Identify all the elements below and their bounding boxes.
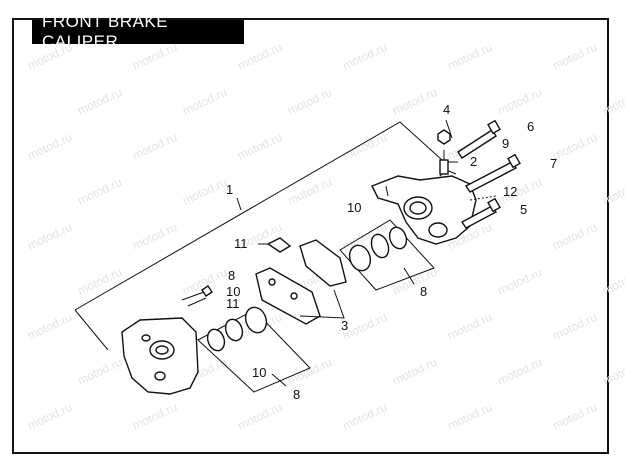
callout-11-top: 11 [234, 236, 248, 251]
watermark-text: motod.ru [285, 85, 334, 118]
watermark-text: motod.ru [130, 40, 179, 73]
watermark-text: motod.ru [445, 40, 494, 73]
watermark-text: motod.ru [495, 265, 544, 298]
watermark-text: motod.ru [495, 355, 544, 388]
piston-group-right [339, 219, 435, 291]
pad-clip [266, 237, 292, 253]
watermark-text: motod.ru [180, 85, 229, 118]
watermark-text: motod.ru [445, 310, 494, 343]
callout-9: 9 [502, 136, 509, 151]
callout-11-left: 11 [226, 296, 240, 311]
caliper-bolt-6 [457, 119, 501, 159]
diagram-frame [12, 18, 609, 454]
callout-1: 1 [226, 182, 233, 197]
callout-7: 7 [550, 156, 557, 171]
brake-pad-outer [255, 267, 321, 325]
watermark-text: motod.ru [550, 400, 599, 433]
caliper-body-front [121, 317, 199, 395]
small-bleeder-left [181, 285, 213, 307]
callout-8-right: 8 [420, 284, 427, 299]
watermark-text: motod.ru [25, 130, 74, 163]
callout-10-bottom: 10 [252, 365, 266, 380]
watermark-text: motod.ru [285, 355, 334, 388]
callout-12: 12 [503, 184, 517, 199]
watermark-text: motod.ru [130, 400, 179, 433]
watermark-text: motod.ru [550, 130, 599, 163]
mounting-pin-12 [469, 195, 497, 201]
watermark-text: motod.ru [130, 130, 179, 163]
caliper-body-rear [371, 169, 477, 245]
watermark-text: motod.ru [75, 265, 124, 298]
bleeder-valve [439, 150, 449, 175]
watermark-text: motod.ru [130, 220, 179, 253]
watermark-text: motod.ru [390, 355, 439, 388]
callout-5: 5 [520, 202, 527, 217]
watermark-text: motod.ru [235, 130, 284, 163]
watermark-text: motod.ru [390, 85, 439, 118]
watermark-text: motod.ru [600, 175, 625, 208]
callout-10-left: 10 [226, 284, 240, 299]
bleeder-cap [437, 129, 451, 145]
watermark-text: motod.ru [25, 400, 74, 433]
callout-10-right: 10 [347, 200, 361, 215]
watermark-text: motod.ru [600, 355, 625, 388]
watermark-text: motod.ru [75, 355, 124, 388]
watermark-text: motod.ru [340, 400, 389, 433]
watermark-text: motod.ru [495, 85, 544, 118]
watermark-text: motod.ru [445, 400, 494, 433]
watermark-text: motod.ru [550, 310, 599, 343]
watermark-text: motod.ru [25, 310, 74, 343]
caliper-bolt-7 [464, 153, 521, 193]
watermark-text: motod.ru [235, 400, 284, 433]
caliper-bolt-5 [460, 197, 501, 229]
watermark-text: motod.ru [550, 40, 599, 73]
watermark-text: motod.ru [75, 175, 124, 208]
callout-4: 4 [443, 102, 450, 117]
watermark-text: motod.ru [600, 85, 625, 118]
watermark-text: motod.ru [75, 85, 124, 118]
watermark-text: motod.ru [550, 220, 599, 253]
piston-group-left [197, 306, 311, 393]
callout-6: 6 [527, 119, 534, 134]
brake-pad-inner [299, 239, 347, 287]
watermark-text: motod.ru [25, 40, 74, 73]
watermark-text: motod.ru [285, 175, 334, 208]
watermark-text: motod.ru [25, 220, 74, 253]
watermark-text: motod.ru [340, 40, 389, 73]
callout-8-bottom: 8 [293, 387, 300, 402]
callout-8-left: 8 [228, 268, 235, 283]
watermark-text: motod.ru [235, 40, 284, 73]
callout-3: 3 [341, 318, 348, 333]
watermark-text: motod.ru [600, 265, 625, 298]
watermark-text: motod.ru [180, 175, 229, 208]
watermark-text: motod.ru [340, 130, 389, 163]
callout-2: 2 [470, 154, 477, 169]
assembly-bracket [74, 121, 443, 351]
